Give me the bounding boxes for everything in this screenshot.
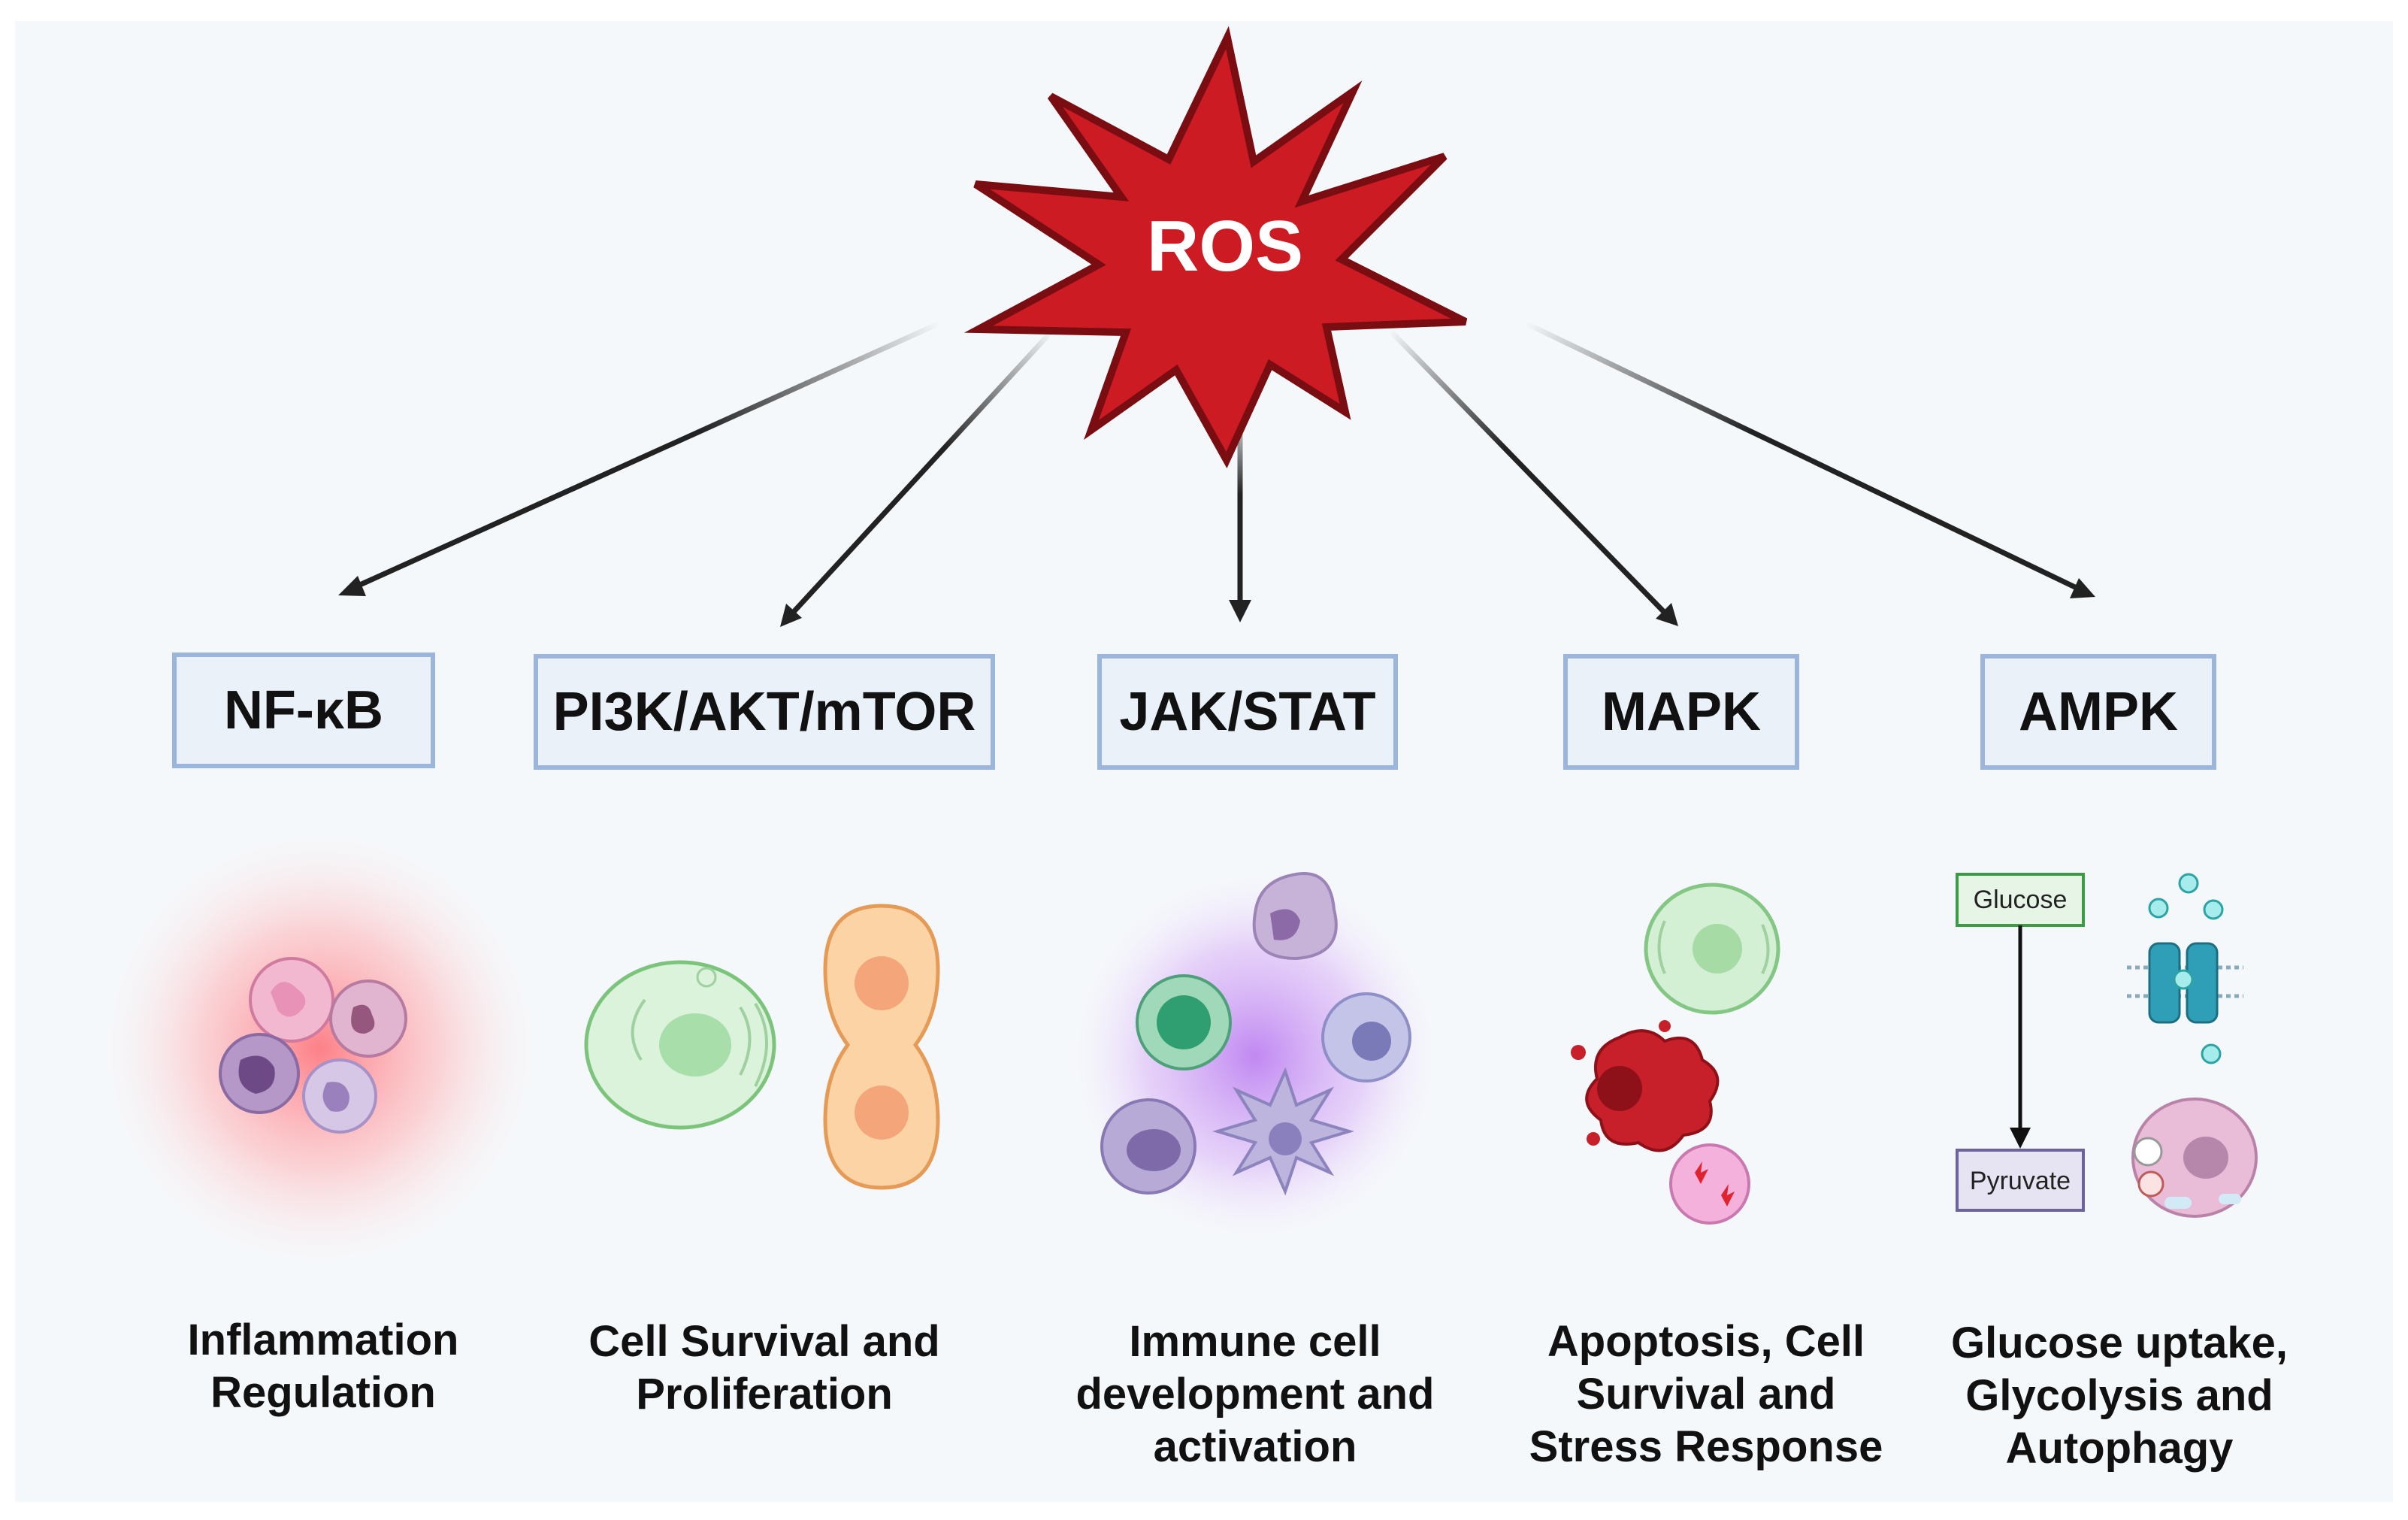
caption-line: Apoptosis, Cell: [1547, 1317, 1865, 1366]
caption-nfkb: Inflammation Regulation: [143, 1314, 504, 1419]
caption-pi3k-akt-mtor: Cell Survival and Proliferation: [565, 1316, 964, 1421]
caption-line: Inflammation: [187, 1316, 459, 1364]
pathway-box-pi3k-akt-mtor: PI3K/AKT/mTOR: [534, 654, 995, 770]
pyruvate-box: [1956, 1149, 2085, 1212]
caption-line: Immune cell: [1129, 1317, 1381, 1366]
pyruvate-label: Pyruvate: [1970, 1167, 2071, 1195]
pathway-box-mapk: MAPK: [1563, 654, 1799, 770]
caption-line: activation: [1153, 1422, 1357, 1471]
caption-mapk: Apoptosis, Cell Survival and Stress Resp…: [1503, 1316, 1909, 1473]
stress-cells-illustration: [1571, 883, 1780, 1225]
ros-starburst: ROS: [964, 26, 1468, 469]
caption-line: Cell Survival and: [588, 1317, 940, 1366]
caption-line: Glucose uptake,: [1950, 1319, 2289, 1367]
arrow-to-mapk: [1388, 329, 1678, 626]
proliferation-cells-illustration: [584, 904, 940, 1190]
pathway-box-jak-stat: JAK/STAT: [1097, 654, 1398, 770]
glucose-label: Glucose: [1974, 886, 2068, 914]
ampk-metabolism-illustration: Glucose Pyruvate: [1956, 873, 2258, 1218]
caption-line: Stress Response: [1529, 1422, 1883, 1471]
caption-line: Regulation: [210, 1368, 436, 1417]
pathway-box-nfkb: NF-κB: [172, 653, 435, 768]
caption-ampk: Glucose uptake, Glycolysis and Autophagy: [1924, 1317, 2315, 1475]
caption-line: Autophagy: [2005, 1424, 2234, 1473]
caption-line: development and: [1075, 1370, 1435, 1419]
inflammation-cells-illustration: [101, 831, 537, 1267]
ros-label: ROS: [1147, 206, 1303, 286]
pathway-box-ampk: AMPK: [1980, 654, 2216, 770]
arrow-to-nfkb: [338, 320, 941, 596]
caption-line: Proliferation: [636, 1370, 893, 1419]
arrow-to-jakstat: [1229, 417, 1251, 622]
immune-cells-illustration: [1071, 872, 1439, 1240]
arrow-to-ampk: [1524, 320, 2095, 598]
caption-line: Glycolysis and: [1965, 1371, 2273, 1420]
arrow-to-pi3k: [780, 329, 1054, 627]
caption-jak-stat: Immune cell development and activation: [1060, 1316, 1451, 1473]
caption-line: Survival and: [1576, 1370, 1836, 1419]
